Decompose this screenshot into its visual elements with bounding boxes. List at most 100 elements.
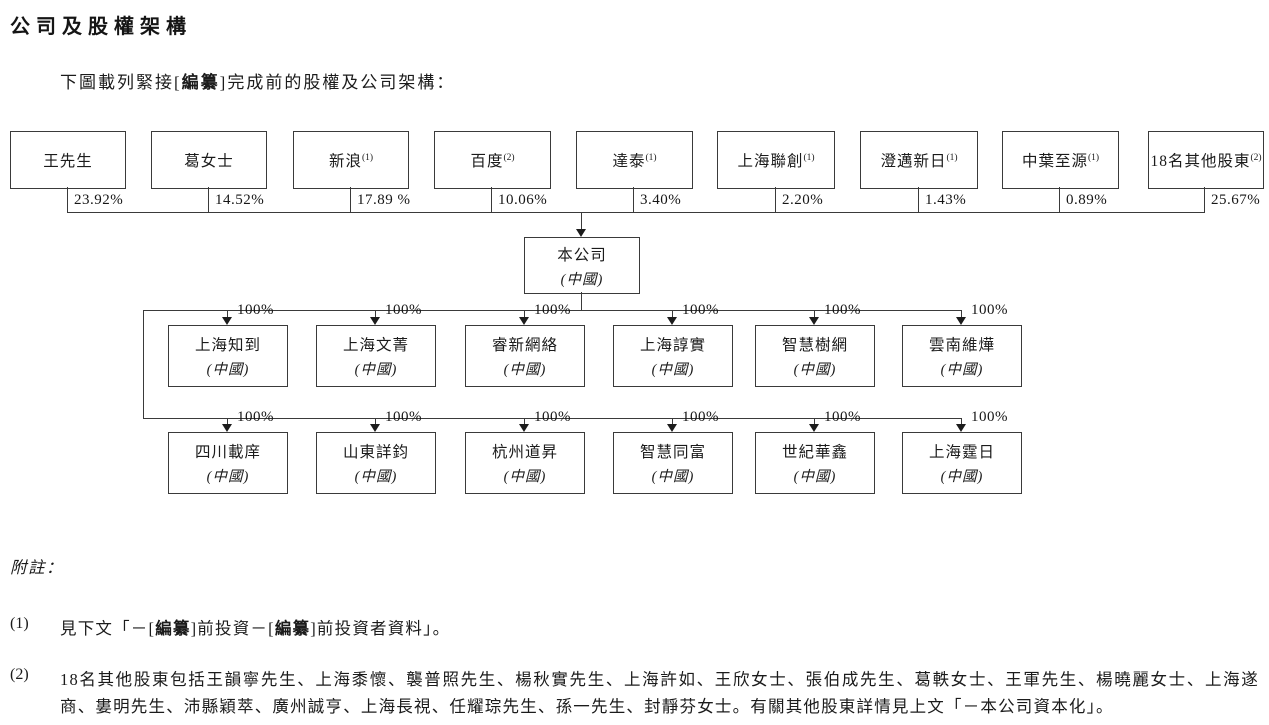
company-name: 本公司 (557, 246, 607, 264)
connector-vline (918, 187, 919, 212)
connector-vline (581, 212, 582, 230)
subsidiary-country: (中國) (940, 362, 984, 378)
ownership-pct: 14.52% (215, 192, 265, 208)
arrow-down-icon (667, 424, 677, 432)
footnote-ref: (1) (1087, 152, 1100, 163)
arrow-down-icon (956, 424, 966, 432)
connector-vline (524, 418, 525, 426)
shareholder-name: 達泰(1) (612, 152, 657, 170)
shareholder-box-3: 新浪(1) (293, 131, 409, 189)
connector-vline (208, 187, 209, 212)
notes-heading: 附註： (10, 558, 64, 577)
ownership-pct: 2.20% (782, 192, 824, 208)
connector-vline (375, 310, 376, 318)
connector-vline (633, 187, 634, 212)
subsidiary-country: (中國) (206, 469, 250, 485)
subsidiary-box: 智慧樹網(中國) (755, 325, 875, 387)
shareholder-box-9: 18名其他股東(2) (1148, 131, 1264, 189)
subsidiary-country: (中國) (793, 469, 837, 485)
ownership-pct: 1.43% (925, 192, 967, 208)
shareholder-box-1: 王先生 (10, 131, 126, 189)
shareholder-name: 王先生 (43, 153, 93, 170)
arrow-down-icon (370, 424, 380, 432)
connector-vline (961, 418, 962, 426)
ownership-pct: 100% (237, 409, 274, 425)
shareholder-box-6: 上海聯創(1) (717, 131, 835, 189)
ownership-pct: 100% (682, 302, 719, 318)
connector-vline (672, 418, 673, 426)
arrow-down-icon (576, 229, 586, 237)
footnote-ref: (1) (803, 152, 815, 163)
shareholder-name: 上海聯創(1) (737, 152, 815, 170)
arrow-down-icon (222, 317, 232, 325)
company-country: (中國) (560, 271, 604, 288)
ownership-pct: 25.67% (1211, 192, 1261, 208)
ownership-pct: 100% (534, 409, 571, 425)
footnote-ref: (1) (946, 152, 958, 163)
subsidiary-box: 上海諄實(中國) (613, 325, 733, 387)
subsidiary-country: (中國) (206, 362, 250, 378)
footnote-ref: (2) (503, 152, 515, 163)
subsidiary-country: (中國) (651, 469, 695, 485)
arrow-down-icon (519, 424, 529, 432)
connector-vline (524, 310, 525, 318)
shareholder-box-5: 達泰(1) (576, 131, 693, 189)
subsidiary-country: (中國) (651, 362, 695, 378)
shareholder-name: 葛女士 (184, 153, 234, 170)
connector-vline (227, 310, 228, 318)
shareholder-box-7: 澄邁新日(1) (860, 131, 978, 189)
connector-vline (814, 418, 815, 426)
ownership-pct: 23.92% (74, 192, 124, 208)
intro-text: 下圖載列緊接[編纂]完成前的股權及公司架構： (60, 73, 456, 92)
subsidiary-country: (中國) (503, 362, 547, 378)
footnote-ref: (2) (1250, 152, 1262, 163)
shareholder-name: 中葉至源(1) (1021, 152, 1100, 170)
ownership-pct: 100% (824, 409, 861, 425)
subsidiary-country: (中國) (793, 362, 837, 378)
connector-vline (581, 292, 582, 310)
footnote-ref: (1) (645, 152, 657, 163)
connector-vline (491, 187, 492, 212)
shareholder-box-2: 葛女士 (151, 131, 267, 189)
subsidiary-box: 杭州道昇(中國) (465, 432, 585, 494)
note-1-number: (1) (10, 615, 29, 632)
shareholder-name: 新浪(1) (328, 152, 374, 170)
ownership-pct: 10.06% (498, 192, 548, 208)
connector-vline (1204, 187, 1205, 212)
connector-vline (672, 310, 673, 318)
connector-vline (67, 187, 68, 212)
subsidiary-country: (中國) (354, 469, 398, 485)
connector-vline (375, 418, 376, 426)
connector-hline (67, 212, 1205, 213)
shareholder-box-4: 百度(2) (434, 131, 551, 189)
ownership-pct: 100% (534, 302, 571, 318)
subsidiary-country: (中國) (940, 469, 984, 485)
shareholder-name: 18名其他股東(2) (1150, 152, 1262, 170)
subsidiary-box: 智慧同富(中國) (613, 432, 733, 494)
page-title: 公司及股權架構 (10, 16, 192, 38)
arrow-down-icon (667, 317, 677, 325)
arrow-down-icon (956, 317, 966, 325)
shareholder-box-8: 中葉至源(1) (1002, 131, 1119, 189)
arrow-down-icon (809, 424, 819, 432)
arrow-down-icon (370, 317, 380, 325)
connector-vline (350, 187, 351, 212)
connector-hline (143, 310, 962, 311)
ownership-pct: 100% (237, 302, 274, 318)
ownership-pct: 17.89 % (357, 192, 411, 208)
ownership-pct: 100% (385, 409, 422, 425)
subsidiary-box: 山東詳鈞(中國) (316, 432, 436, 494)
subsidiary-country: (中國) (503, 469, 547, 485)
ownership-pct: 100% (682, 409, 719, 425)
ownership-pct: 0.89% (1066, 192, 1108, 208)
connector-vline (143, 310, 144, 418)
connector-vline (1059, 187, 1060, 212)
shareholder-name: 百度(2) (470, 152, 515, 170)
ownership-pct: 100% (971, 302, 1008, 318)
note-2-text: 18名其他股東包括王韻寧先生、上海黍懷、襲普照先生、楊秋實先生、上海許如、王欣女… (60, 670, 1259, 716)
shareholder-name: 澄邁新日(1) (880, 152, 958, 170)
ownership-pct: 100% (971, 409, 1008, 425)
ownership-pct: 100% (824, 302, 861, 318)
connector-vline (775, 187, 776, 212)
